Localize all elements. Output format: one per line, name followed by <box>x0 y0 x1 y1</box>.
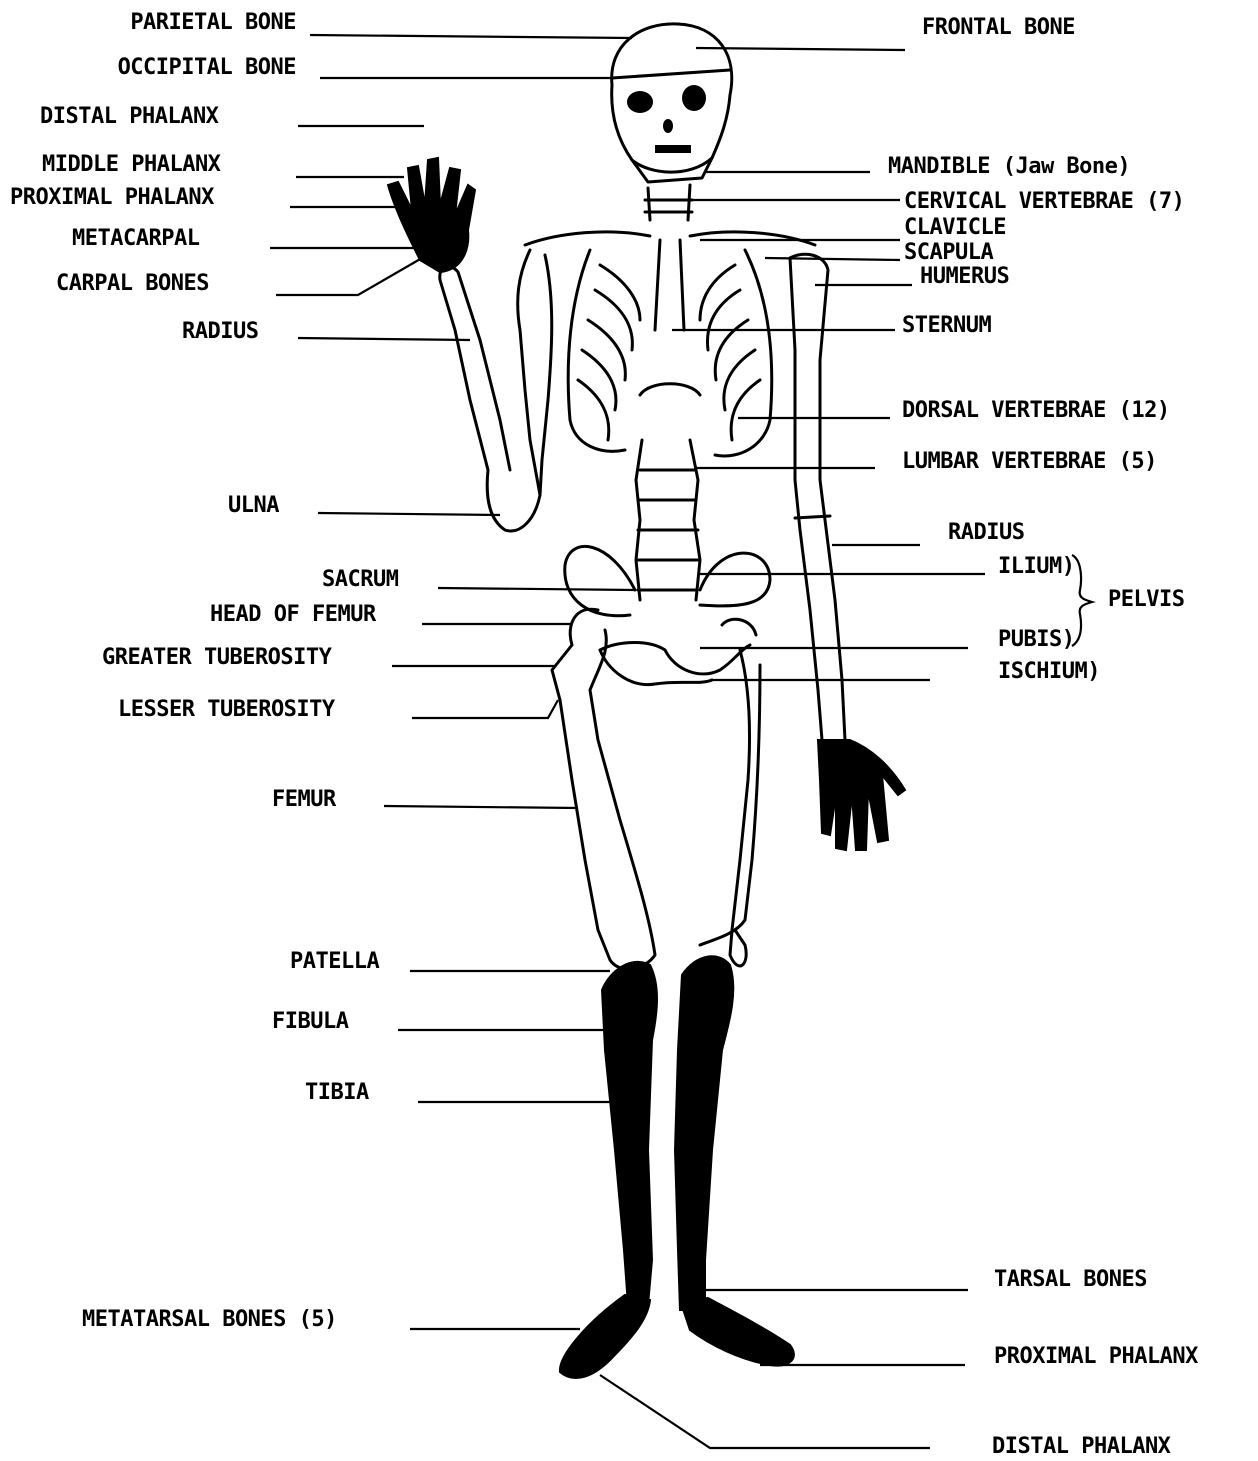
label-ilium: ILIUM) <box>998 555 1074 579</box>
label-proximal-phalanx-hand: PROXIMAL PHALANX <box>10 186 214 210</box>
label-parietal-bone: PARIETAL BONE <box>130 11 296 35</box>
label-frontal-bone: FRONTAL BONE <box>922 16 1075 40</box>
right-foot <box>680 1298 794 1366</box>
jaw-line <box>632 158 712 172</box>
label-pelvis: PELVIS <box>1108 588 1184 612</box>
label-scapula: SCAPULA <box>904 241 993 265</box>
label-patella: PATELLA <box>290 950 379 974</box>
ribcage <box>568 250 625 451</box>
label-sternum: STERNUM <box>902 314 991 338</box>
teeth <box>655 145 691 153</box>
pelvis <box>565 546 770 615</box>
label-sacrum: SACRUM <box>322 568 398 592</box>
label-distal-phalanx-foot: DISTAL PHALANX <box>992 1435 1170 1459</box>
label-femur: FEMUR <box>272 788 336 812</box>
label-proximal-phalanx-foot: PROXIMAL PHALANX <box>994 1345 1198 1369</box>
label-dorsal-vertebrae: DORSAL VERTEBRAE (12) <box>902 399 1170 423</box>
label-radius-left: RADIUS <box>182 320 258 344</box>
pelvis-brace <box>1072 555 1092 646</box>
label-metatarsal-bones: METATARSAL BONES (5) <box>82 1308 337 1332</box>
cervical-spine <box>645 185 692 220</box>
left-humerus <box>487 250 540 531</box>
right-eye-socket <box>682 85 706 111</box>
label-mandible: MANDIBLE (Jaw Bone) <box>888 155 1130 179</box>
label-carpal-bones: CARPAL BONES <box>56 272 209 296</box>
label-middle-phalanx: MIDDLE PHALANX <box>42 153 220 177</box>
label-tarsal-bones: TARSAL BONES <box>994 1268 1147 1292</box>
label-tibia: TIBIA <box>305 1081 369 1105</box>
left-forearm <box>440 266 510 470</box>
left-femur <box>552 609 655 969</box>
clavicles <box>525 232 815 245</box>
label-pubis: PUBIS) <box>998 628 1074 652</box>
right-humerus <box>790 254 845 740</box>
left-foot <box>560 1295 650 1378</box>
label-fibula: FIBULA <box>272 1010 348 1034</box>
left-hand <box>388 158 475 272</box>
spine <box>636 384 700 600</box>
left-tibia-fibula <box>602 962 657 1305</box>
label-distal-phalanx-hand: DISTAL PHALANX <box>40 105 218 129</box>
label-ischium: ISCHIUM) <box>998 660 1100 684</box>
sternum <box>655 240 684 330</box>
label-greater-tuberosity: GREATER TUBEROSITY <box>102 646 331 670</box>
label-clavicle: CLAVICLE <box>904 216 1006 240</box>
nasal-cavity <box>663 119 673 133</box>
label-ulna: ULNA <box>228 494 279 518</box>
label-lumbar-vertebrae: LUMBAR VERTEBRAE (5) <box>902 450 1157 474</box>
label-metacarpal: METACARPAL <box>72 227 199 251</box>
label-radius-right: RADIUS <box>948 521 1024 545</box>
right-hand <box>818 740 905 850</box>
label-occipital-bone: OCCIPITAL BONE <box>118 56 296 80</box>
label-lesser-tuberosity: LESSER TUBEROSITY <box>118 698 335 722</box>
right-tibia-fibula <box>675 956 733 1310</box>
label-head-of-femur: HEAD OF FEMUR <box>210 603 376 627</box>
left-eye-socket <box>627 91 653 113</box>
label-cervical-vertebrae: CERVICAL VERTEBRAE (7) <box>904 190 1184 214</box>
label-humerus: HUMERUS <box>920 265 1009 289</box>
